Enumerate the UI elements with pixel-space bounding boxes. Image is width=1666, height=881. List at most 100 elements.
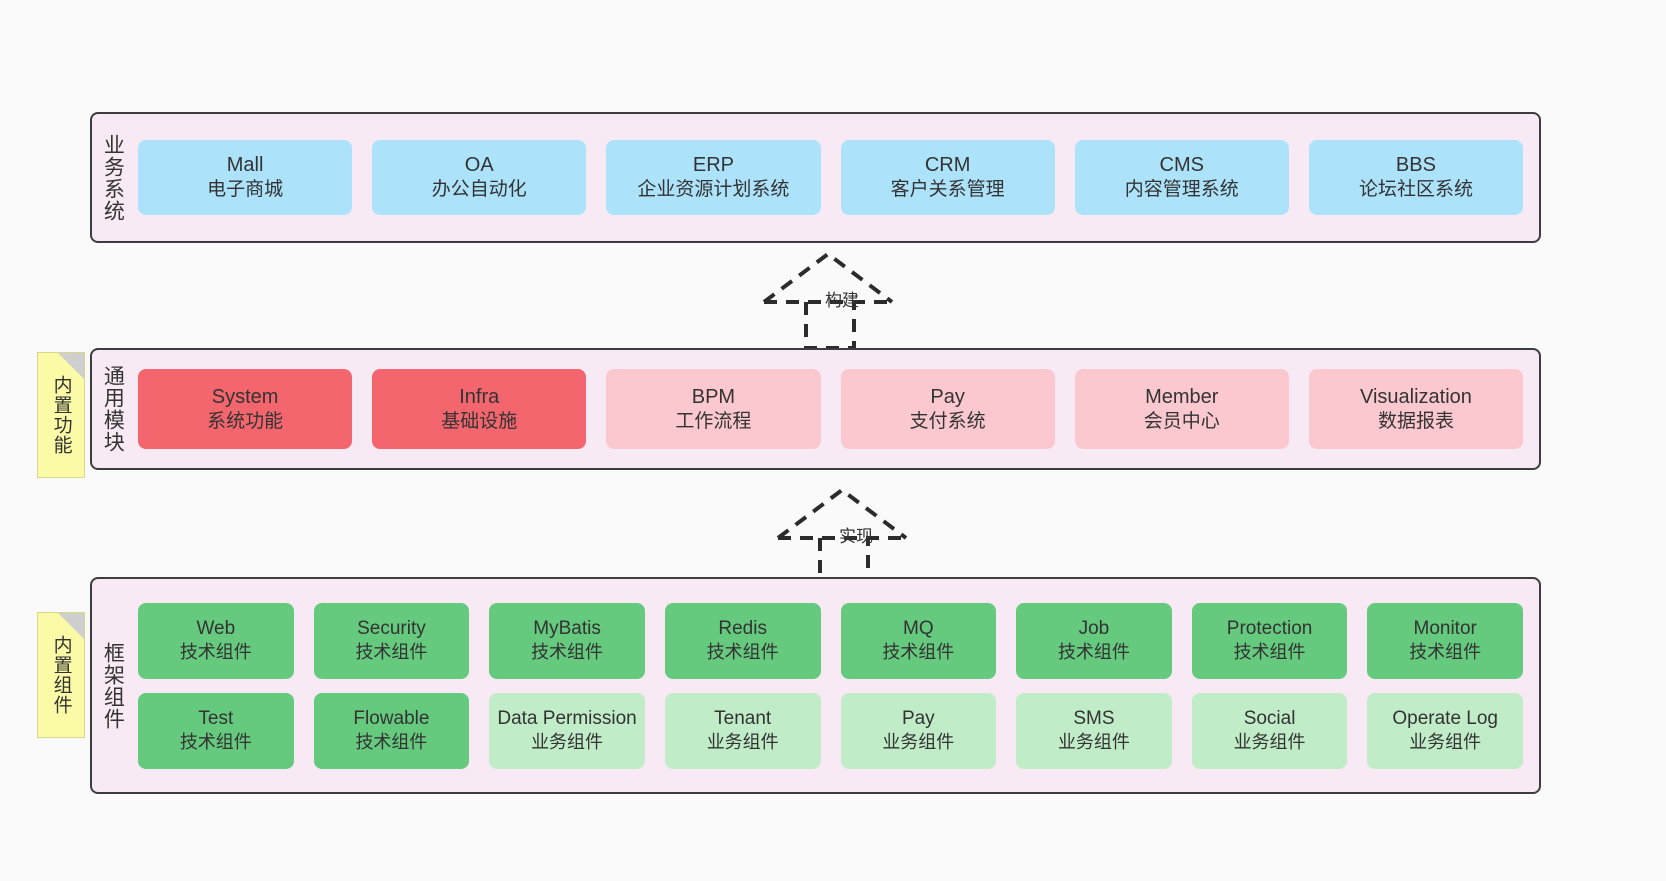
card-web[interactable]: Web 技术组件 — [138, 602, 294, 679]
card-subtitle: 系统功能 — [207, 410, 284, 432]
card-cms[interactable]: CMS 内容管理系统 — [1074, 140, 1289, 215]
card-bpm[interactable]: BPM 工作流程 — [606, 369, 821, 449]
card-subtitle: 论坛社区系统 — [1358, 179, 1473, 201]
note-builtin-component: 内置组件 — [37, 612, 85, 738]
connector-implement-label: 实现 — [839, 527, 873, 546]
card-title: Pay — [930, 385, 965, 408]
card-test[interactable]: Test 技术组件 — [138, 692, 294, 769]
card-title: BPM — [691, 385, 736, 408]
card-title: Social — [1243, 708, 1296, 730]
card-job[interactable]: Job 技术组件 — [1016, 602, 1172, 679]
layer-body-common-modules: System 系统功能 Infra 基础设施 BPM 工作流程 Pay 支付系统… — [132, 350, 1539, 468]
card-data-permission[interactable]: Data Permission 业务组件 — [489, 692, 645, 769]
card-title: Job — [1078, 618, 1110, 640]
card-row: Mall 电子商城 OA 办公自动化 ERP 企业资源计划系统 CRM 客户关系… — [138, 140, 1524, 215]
note-builtin-function: 内置功能 — [37, 352, 85, 478]
card-title: Operate Log — [1392, 708, 1498, 730]
card-operate-log[interactable]: Operate Log 业务组件 — [1367, 692, 1523, 769]
card-security[interactable]: Security 技术组件 — [313, 602, 470, 679]
connector-build-label: 构建 — [825, 291, 859, 310]
card-social[interactable]: Social 业务组件 — [1191, 692, 1348, 769]
layer-title-business-systems: 业务系统 — [101, 133, 125, 222]
card-crm[interactable]: CRM 客户关系管理 — [840, 140, 1055, 215]
card-flowable[interactable]: Flowable 技术组件 — [313, 692, 470, 769]
card-subtitle: 技术组件 — [355, 642, 428, 663]
card-system[interactable]: System 系统功能 — [138, 369, 353, 449]
card-title: ERP — [692, 154, 734, 177]
card-subtitle: 业务组件 — [1057, 732, 1130, 753]
note-label: 内置组件 — [50, 635, 72, 715]
card-member[interactable]: Member 会员中心 — [1074, 369, 1289, 449]
card-row: Web 技术组件 Security 技术组件 MyBatis 技术组件 Redi… — [138, 602, 1523, 679]
card-subtitle: 会员中心 — [1143, 410, 1220, 432]
card-title: Visualization — [1359, 385, 1472, 408]
card-title: CRM — [924, 154, 971, 177]
card-subtitle: 数据报表 — [1377, 410, 1454, 432]
connector-implement: 实现 — [756, 484, 956, 588]
card-subtitle: 技术组件 — [179, 732, 252, 753]
card-tenant[interactable]: Tenant 业务组件 — [664, 692, 821, 769]
card-title: BBS — [1395, 154, 1436, 177]
card-subtitle: 办公自动化 — [431, 179, 527, 201]
card-subtitle: 客户关系管理 — [890, 179, 1005, 201]
card-erp[interactable]: ERP 企业资源计划系统 — [606, 140, 821, 215]
card-title: Flowable — [353, 708, 430, 730]
card-subtitle: 业务组件 — [531, 732, 604, 753]
card-subtitle: 业务组件 — [1409, 732, 1482, 753]
card-pay[interactable]: Pay 支付系统 — [840, 369, 1055, 449]
connector-build: 构建 — [742, 248, 942, 352]
card-subtitle: 技术组件 — [179, 642, 252, 663]
card-title: SMS — [1073, 708, 1115, 730]
card-title: MQ — [903, 618, 934, 640]
card-sms[interactable]: SMS 业务组件 — [1016, 692, 1172, 769]
card-subtitle: 业务组件 — [882, 732, 955, 753]
layer-title-common-modules: 通用模块 — [101, 365, 125, 453]
card-bbs[interactable]: BBS 论坛社区系统 — [1308, 140, 1524, 215]
card-row: System 系统功能 Infra 基础设施 BPM 工作流程 Pay 支付系统… — [138, 369, 1524, 449]
card-oa[interactable]: OA 办公自动化 — [372, 140, 587, 215]
card-subtitle: 技术组件 — [531, 642, 604, 663]
card-subtitle: 支付系统 — [909, 410, 986, 432]
card-subtitle: 技术组件 — [882, 642, 955, 663]
card-infra[interactable]: Infra 基础设施 — [372, 369, 587, 449]
layer-business-systems: 业务系统 Mall 电子商城 OA 办公自动化 ERP 企业资源计划系统 CRM… — [90, 112, 1541, 243]
card-title: Protection — [1226, 618, 1313, 640]
card-subtitle: 工作流程 — [675, 410, 752, 432]
card-subtitle: 内容管理系统 — [1124, 179, 1239, 201]
card-subtitle: 业务组件 — [706, 732, 779, 753]
card-title: Mall — [226, 154, 264, 177]
card-mybatis[interactable]: MyBatis 技术组件 — [489, 602, 645, 679]
note-label: 内置功能 — [50, 375, 72, 455]
card-title: Data Permission — [497, 708, 637, 730]
card-title: Web — [196, 618, 236, 640]
card-subtitle: 企业资源计划系统 — [637, 179, 790, 201]
card-redis[interactable]: Redis 技术组件 — [664, 602, 821, 679]
card-monitor[interactable]: Monitor 技术组件 — [1367, 602, 1523, 679]
card-protection[interactable]: Protection 技术组件 — [1191, 602, 1348, 679]
card-visualization[interactable]: Visualization 数据报表 — [1308, 369, 1524, 449]
card-subtitle: 技术组件 — [1409, 642, 1482, 663]
card-mq[interactable]: MQ 技术组件 — [840, 602, 997, 679]
card-title: Redis — [718, 618, 767, 640]
layer-title-framework-components: 框架组件 — [101, 641, 125, 730]
card-title: OA — [464, 154, 494, 177]
layer-body-business-systems: Mall 电子商城 OA 办公自动化 ERP 企业资源计划系统 CRM 客户关系… — [132, 114, 1539, 241]
card-title: Test — [198, 708, 234, 730]
card-subtitle: 业务组件 — [1233, 732, 1306, 753]
card-title: Infra — [459, 385, 500, 408]
card-title: MyBatis — [533, 618, 601, 640]
card-subtitle: 技术组件 — [355, 732, 428, 753]
card-title: Monitor — [1413, 618, 1477, 640]
card-title: Pay — [901, 708, 935, 730]
card-subtitle: 技术组件 — [1233, 642, 1306, 663]
card-pay-business[interactable]: Pay 业务组件 — [840, 692, 997, 769]
card-subtitle: 基础设施 — [441, 410, 518, 432]
card-title: Member — [1145, 385, 1219, 408]
card-mall[interactable]: Mall 电子商城 — [138, 140, 353, 215]
card-subtitle: 技术组件 — [706, 642, 779, 663]
layer-common-modules: 通用模块 System 系统功能 Infra 基础设施 BPM 工作流程 Pay… — [90, 348, 1541, 470]
layer-body-framework-components: Web 技术组件 Security 技术组件 MyBatis 技术组件 Redi… — [132, 579, 1539, 792]
card-subtitle: 电子商城 — [207, 179, 284, 201]
card-title: CMS — [1159, 154, 1204, 177]
card-title: Security — [357, 618, 426, 640]
